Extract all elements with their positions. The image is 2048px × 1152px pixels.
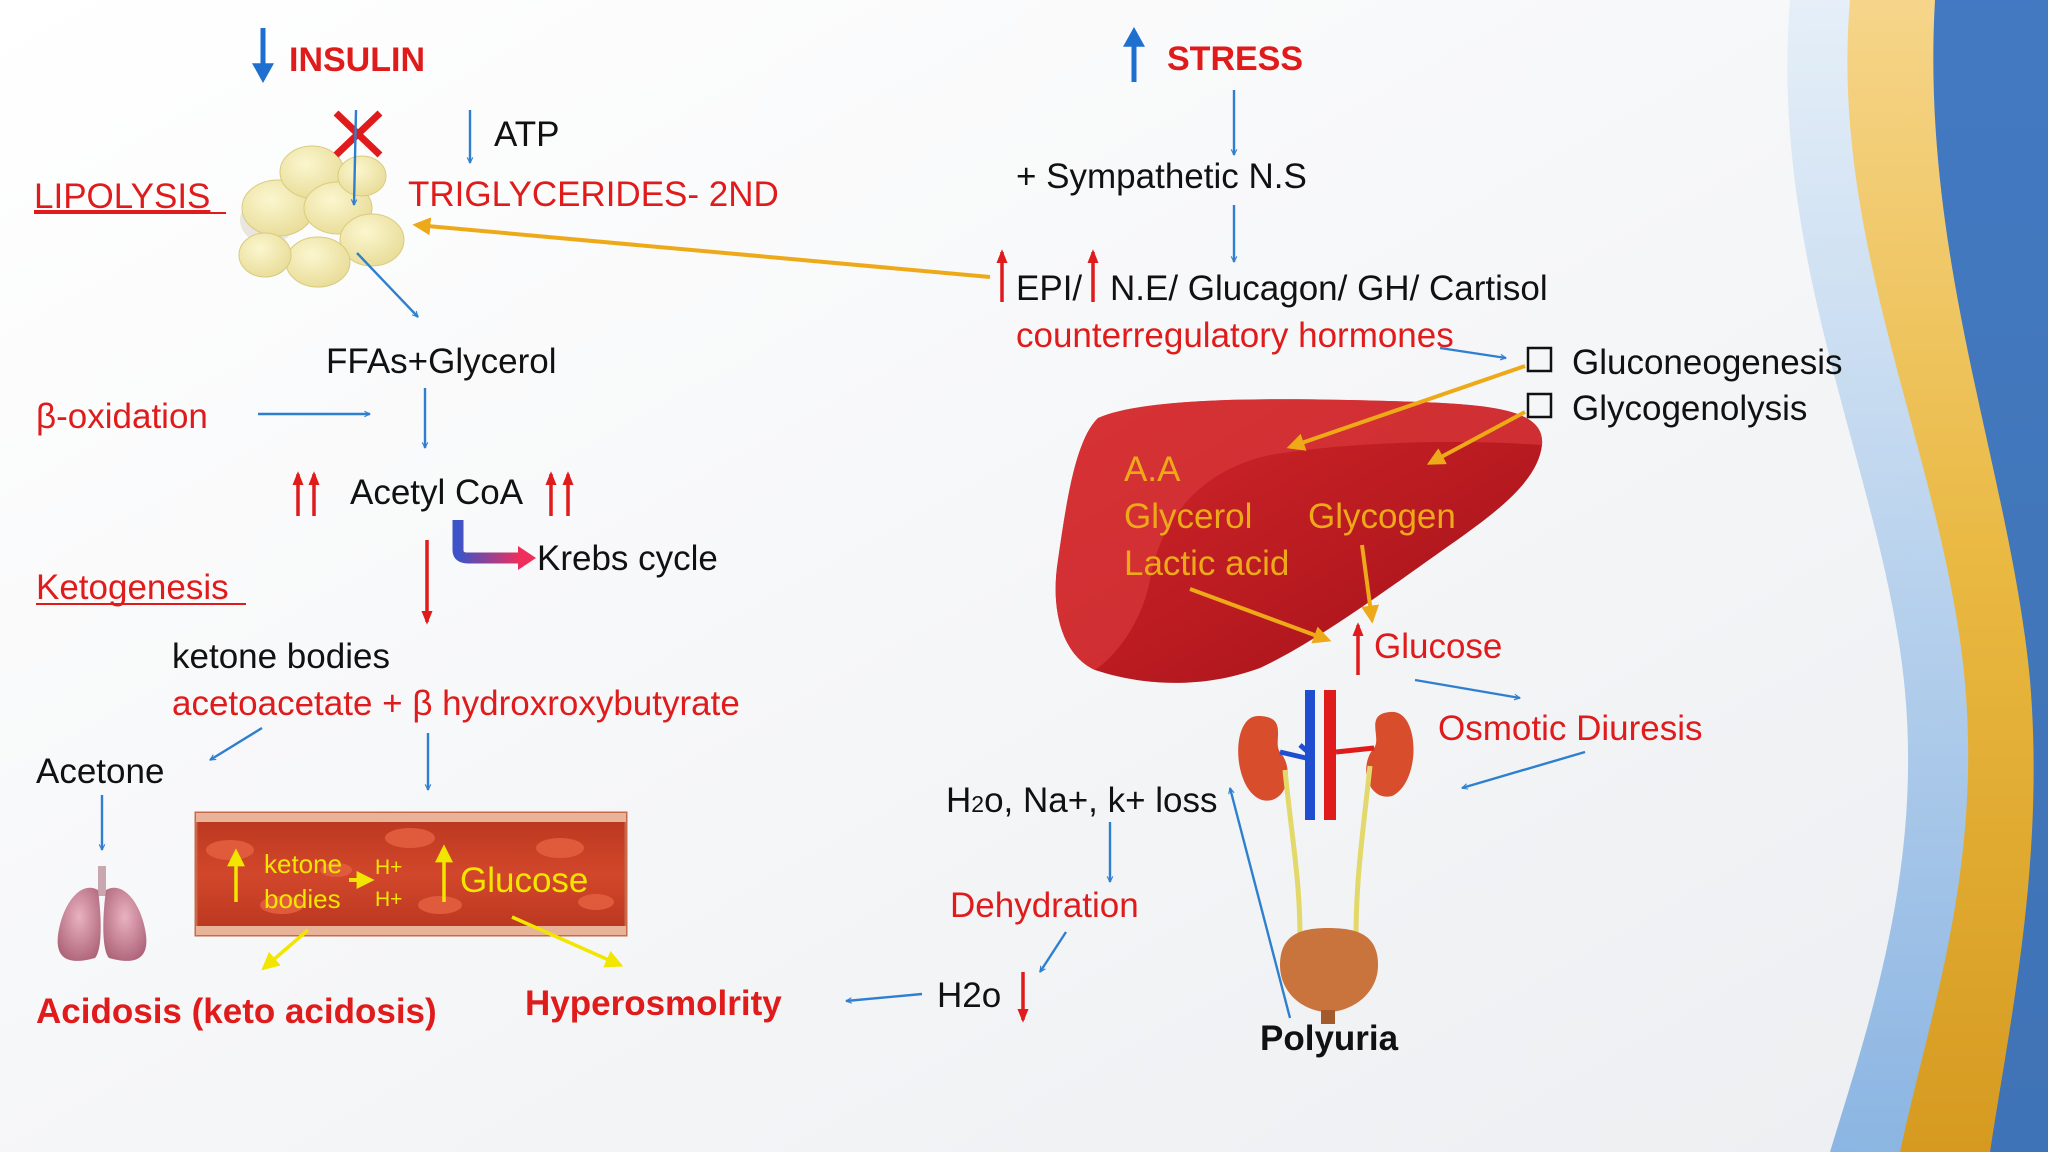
polyuria-to-loss-arrow: [1230, 788, 1292, 1019]
hormones-to-fat-arrow: [412, 217, 991, 279]
lactic-acid-label: Lactic acid: [1124, 544, 1289, 583]
glycogenolysis-to-liver-arrow: [1426, 410, 1526, 465]
vessel-ketone-label-2: bodies: [264, 884, 341, 914]
dehydration-to-h2o-arrow: [1038, 931, 1068, 972]
insulin-label: INSULIN: [289, 41, 425, 79]
glycogenolysis-label: Glycogenolysis: [1572, 389, 1807, 428]
counterregulatory-to-gluconeogenesis-arrow: [1439, 346, 1506, 358]
sympathetic-label: + Sympathetic N.S: [1016, 157, 1307, 196]
glucose-to-osmotic-arrow: [1414, 678, 1520, 698]
ffas-glycerol-label: FFAs+Glycerol: [326, 342, 556, 381]
acetyl-coa-label: Acetyl CoA: [350, 473, 524, 512]
krebs-arrow-icon: [452, 520, 536, 570]
osmotic-diuresis-label: Osmotic Diuresis: [1438, 709, 1702, 748]
fluid-loss-label: H2o, Na+, k+ loss: [946, 781, 1218, 820]
acetyl-increase-left-icon: [292, 471, 320, 516]
counterregulatory-label: counterregulatory hormones: [1016, 316, 1454, 355]
lungs-image: [57, 866, 147, 961]
glycogen-label: Glycogen: [1308, 497, 1456, 536]
lactic-to-glucose-arrow: [1189, 587, 1332, 644]
acetyl-increase-right-icon: [545, 471, 574, 516]
glycerol-label: Glycerol: [1124, 497, 1252, 536]
h2o-label: H2o: [937, 976, 1001, 1015]
beta-oxidation-label: β-oxidation: [36, 397, 208, 436]
lipolysis-label: LIPOLYSIS: [34, 177, 210, 216]
vessel-to-hyperosmolarity-arrow: [511, 915, 624, 968]
vessel-hplus-2: H+: [375, 888, 402, 911]
krebs-cycle-label: Krebs cycle: [537, 539, 718, 578]
blocked-cross-icon: [333, 110, 383, 158]
hormones-label: N.E/ Glucagon/ GH/ Cartisol: [1110, 269, 1548, 308]
gluconeogenesis-to-liver-arrow: [1286, 364, 1526, 451]
epi-label: EPI/: [1016, 269, 1082, 308]
h2o-to-hyperosmolarity-arrow: [846, 992, 923, 1001]
acidosis-label: Acidosis (keto acidosis): [36, 992, 437, 1031]
insulin-to-fat-arrow: [354, 109, 356, 205]
aa-label: A.A: [1124, 450, 1181, 489]
dehydration-label: Dehydration: [950, 886, 1139, 925]
vessel-to-acidosis-arrow: [261, 928, 310, 971]
decorative-wave: [1787, 0, 2048, 1152]
acetoacetate-label: acetoacetate + β hydroxroxybutyrate: [172, 684, 740, 723]
atp-label: ATP: [494, 115, 559, 154]
triglycerides-label: TRIGLYCERIDES- 2ND: [408, 175, 779, 214]
liver-image: [1055, 399, 1543, 683]
polyuria-label: Polyuria: [1260, 1019, 1399, 1058]
glycogenolysis-checkbox-icon: [1526, 392, 1553, 419]
gluconeogenesis-checkbox-icon: [1526, 346, 1553, 373]
ketone-to-acetone-arrow: [210, 726, 263, 762]
glucose-label: Glucose: [1374, 627, 1502, 666]
acetone-label: Acetone: [36, 752, 164, 791]
blood-vessel-image: [194, 811, 628, 937]
fat-to-ffas-arrow: [356, 252, 419, 317]
gluconeogenesis-label: Gluconeogenesis: [1572, 343, 1842, 382]
osmotic-to-kidney-arrow: [1462, 750, 1586, 788]
hyperosmolarity-label: Hyperosmolrity: [525, 984, 782, 1023]
ketogenesis-label: Ketogenesis: [36, 568, 229, 607]
vessel-ketone-label-1: ketone: [264, 849, 342, 879]
ketone-bodies-label: ketone bodies: [172, 637, 390, 676]
vessel-glucose-label: Glucose: [460, 861, 588, 900]
stress-label: STRESS: [1167, 40, 1303, 78]
vessel-hplus-1: H+: [375, 856, 402, 879]
glycogen-to-glucose-arrow: [1360, 544, 1380, 624]
kidneys-bladder-image: [1238, 690, 1414, 1024]
